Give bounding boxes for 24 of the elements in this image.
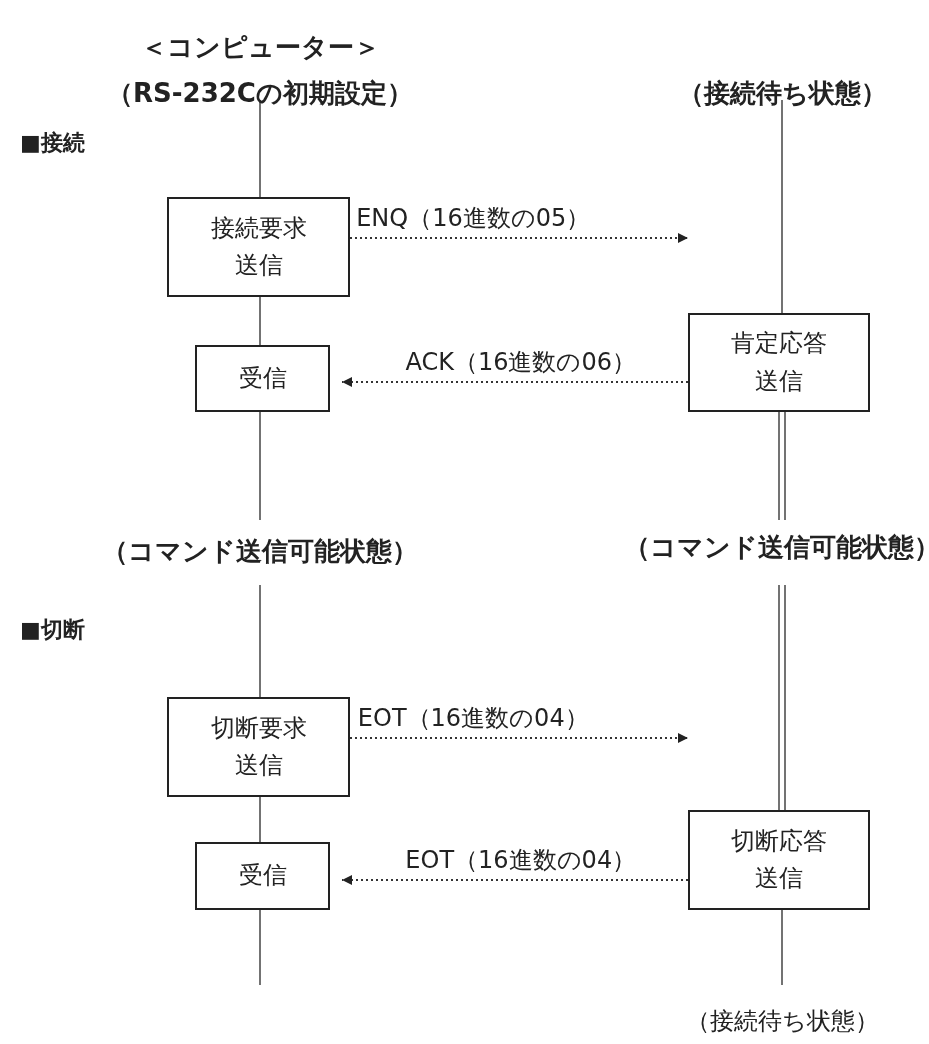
state-label: （接続待ち状態） — [685, 1006, 879, 1037]
section-heading: ■接続 — [20, 129, 85, 157]
state-label: （コマンド送信可能状態） — [624, 531, 929, 564]
box-text: 受信 — [237, 860, 288, 892]
lifeline — [259, 296, 261, 346]
state-label: ＜コンピューター＞ — [140, 31, 380, 64]
box-text: 接続要求送信 — [209, 212, 308, 281]
lifeline — [259, 796, 261, 843]
box-text: 肯定応答送信 — [730, 328, 828, 397]
process-box — [688, 313, 870, 412]
box-text: 受信 — [237, 362, 288, 394]
process-box — [195, 345, 330, 412]
process-box — [167, 697, 350, 797]
state-label: （接続待ち状態） — [677, 77, 887, 110]
process-box — [195, 842, 330, 910]
arrow — [341, 875, 689, 885]
arrow — [341, 377, 689, 387]
box-text: 切断要求送信 — [209, 712, 308, 781]
state-label: （RS-232Cの初期設定） — [107, 77, 413, 110]
box-text: 切断応答送信 — [730, 825, 828, 894]
process-box — [688, 810, 870, 910]
process-box — [167, 197, 350, 297]
state-label: （コマンド送信可能状態） — [102, 535, 418, 568]
section-heading: ■切断 — [20, 616, 85, 644]
